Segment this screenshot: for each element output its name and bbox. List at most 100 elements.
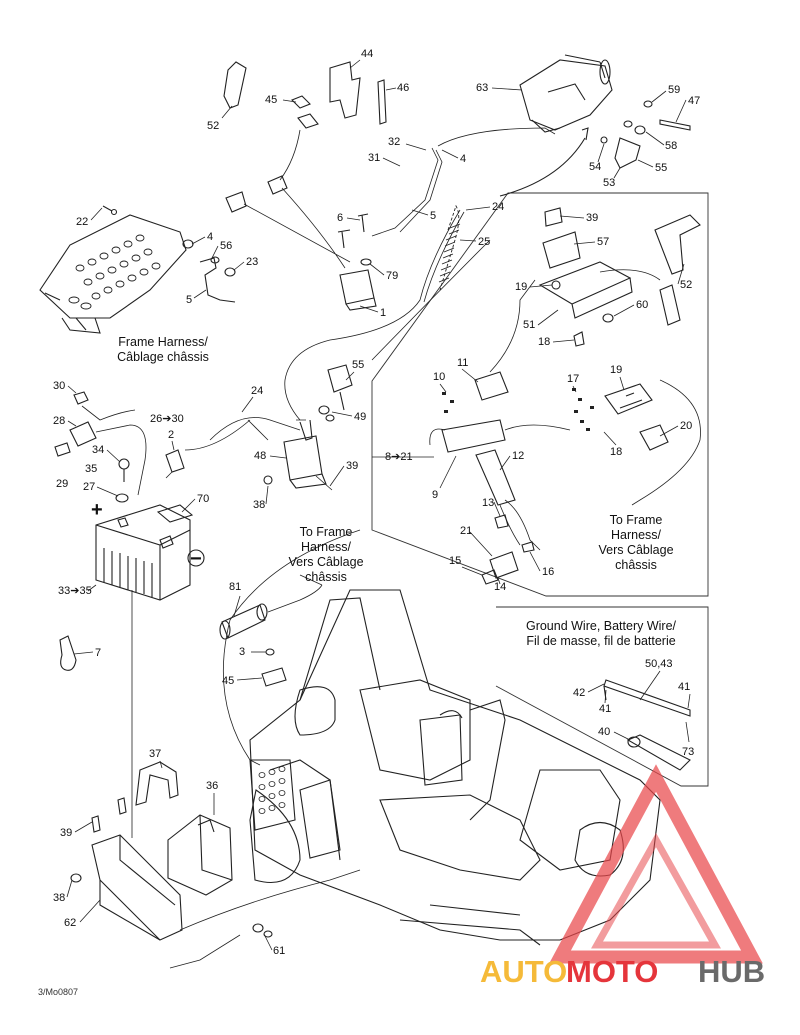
callout-70: 70 bbox=[197, 493, 209, 505]
callout-leaders bbox=[66, 59, 691, 951]
callout-18: 18 bbox=[538, 336, 550, 348]
callout-labels: 44 46 45 52 63 59 47 58 54 53 55 32 31 4… bbox=[53, 48, 700, 957]
callout-18b: 18 bbox=[610, 446, 622, 458]
battery-wiring-left bbox=[54, 391, 147, 503]
callout-38b: 38 bbox=[53, 892, 65, 904]
callout-11: 11 bbox=[457, 357, 468, 369]
callout-62: 62 bbox=[64, 917, 76, 929]
callout-59: 59 bbox=[668, 84, 680, 96]
callout-4b: 4 bbox=[207, 231, 213, 243]
callout-22: 22 bbox=[76, 216, 88, 228]
battery: + − bbox=[91, 499, 205, 601]
callout-58: 58 bbox=[665, 140, 677, 152]
watermark-triangle bbox=[549, 764, 763, 964]
to-frame-harness-right-line3: Vers Câblage bbox=[598, 543, 673, 557]
watermark-text-hub: HUB bbox=[698, 954, 765, 989]
callout-5b: 5 bbox=[186, 294, 192, 306]
callout-35: 35 bbox=[85, 463, 97, 475]
callout-53: 53 bbox=[603, 177, 615, 189]
callout-3: 3 bbox=[239, 646, 245, 658]
callout-29: 29 bbox=[56, 478, 68, 490]
electrical-box-detail bbox=[371, 207, 701, 585]
callout-2: 2 bbox=[168, 429, 174, 441]
callout-6: 6 bbox=[337, 212, 343, 224]
callout-16: 16 bbox=[542, 566, 554, 578]
callout-47: 47 bbox=[688, 95, 700, 107]
to-frame-harness-right-line2: Harness/ bbox=[611, 528, 662, 542]
watermark-logo: AUTO MOTO HUB bbox=[480, 764, 765, 989]
callout-7: 7 bbox=[95, 647, 101, 659]
callout-14: 14 bbox=[494, 581, 506, 593]
body-plate-frame-harness bbox=[39, 214, 187, 334]
main-cables bbox=[284, 127, 556, 421]
callout-27: 27 bbox=[83, 481, 95, 493]
callout-60: 60 bbox=[636, 299, 648, 311]
upper-left-hardware bbox=[102, 205, 236, 303]
callout-56: 56 bbox=[220, 240, 232, 252]
battery-bracket-cover bbox=[135, 761, 233, 896]
to-frame-harness-right-line1: To Frame bbox=[610, 513, 663, 527]
callout-39b: 39 bbox=[346, 460, 358, 472]
callout-41: 41 bbox=[678, 681, 690, 693]
callout-19: 19 bbox=[515, 281, 527, 293]
ground-wire-caption-line1: Ground Wire, Battery Wire/ bbox=[526, 619, 677, 633]
starter-solenoid-relay bbox=[337, 213, 377, 311]
callout-26-30: 26➔30 bbox=[150, 413, 184, 425]
callout-24b: 24 bbox=[251, 385, 263, 397]
ground-wire-parts bbox=[603, 679, 691, 771]
connection-lines bbox=[184, 419, 361, 766]
watermark-inner-triangle bbox=[591, 832, 721, 949]
callout-45b: 45 bbox=[222, 675, 234, 687]
to-frame-harness-center-line3: Vers Câblage bbox=[288, 555, 363, 569]
callout-4: 4 bbox=[460, 153, 466, 165]
callout-39c: 39 bbox=[60, 827, 72, 839]
callout-50-43: 50,43 bbox=[645, 658, 673, 670]
callout-54: 54 bbox=[589, 161, 601, 173]
callout-28: 28 bbox=[53, 415, 65, 427]
battery-strap-7 bbox=[59, 635, 77, 671]
callout-81: 81 bbox=[229, 581, 241, 593]
callout-73: 73 bbox=[682, 746, 694, 758]
callout-1: 1 bbox=[380, 307, 386, 319]
battery-negative-circle bbox=[187, 549, 205, 567]
callout-23: 23 bbox=[246, 256, 258, 268]
callout-48: 48 bbox=[254, 450, 266, 462]
callout-42: 42 bbox=[573, 687, 585, 699]
callout-61: 61 bbox=[273, 945, 285, 957]
callout-34: 34 bbox=[92, 444, 104, 456]
frame-harness-caption-line2: Câblage châssis bbox=[117, 350, 209, 364]
callout-5: 5 bbox=[430, 210, 436, 222]
callout-13: 13 bbox=[482, 497, 494, 509]
callout-55: 55 bbox=[655, 162, 667, 174]
frame-harness-caption-line1: Frame Harness/ bbox=[118, 335, 208, 349]
callout-10: 10 bbox=[433, 371, 445, 383]
callout-20: 20 bbox=[680, 420, 692, 432]
callout-52: 52 bbox=[207, 120, 219, 132]
to-frame-harness-center-line1: To Frame bbox=[300, 525, 353, 539]
detail-frames bbox=[371, 192, 709, 787]
callout-57: 57 bbox=[597, 236, 609, 248]
callout-33-35: 33➔35 bbox=[58, 585, 92, 597]
callout-30: 30 bbox=[53, 380, 65, 392]
callout-17: 17 bbox=[567, 373, 579, 385]
callout-55b: 55 bbox=[352, 359, 364, 371]
to-frame-harness-right-line4: châssis bbox=[615, 558, 657, 572]
callout-12: 12 bbox=[512, 450, 524, 462]
callout-46: 46 bbox=[397, 82, 409, 94]
watermark-text-auto: AUTO bbox=[480, 954, 567, 989]
callout-44: 44 bbox=[361, 48, 373, 60]
watermark-text-moto: MOTO bbox=[566, 954, 658, 989]
callout-40: 40 bbox=[598, 726, 610, 738]
callout-45: 45 bbox=[265, 94, 277, 106]
to-frame-harness-center-line4: châssis bbox=[305, 570, 347, 584]
callout-21: 21 bbox=[460, 525, 472, 537]
callout-63: 63 bbox=[476, 82, 488, 94]
callout-49: 49 bbox=[354, 411, 366, 423]
callout-79: 79 bbox=[386, 270, 398, 282]
to-frame-harness-center-line2: Harness/ bbox=[301, 540, 352, 554]
starter-motor bbox=[499, 54, 691, 197]
callout-37: 37 bbox=[149, 748, 161, 760]
callout-36: 36 bbox=[206, 780, 218, 792]
sleeve-clip-area bbox=[219, 584, 323, 687]
